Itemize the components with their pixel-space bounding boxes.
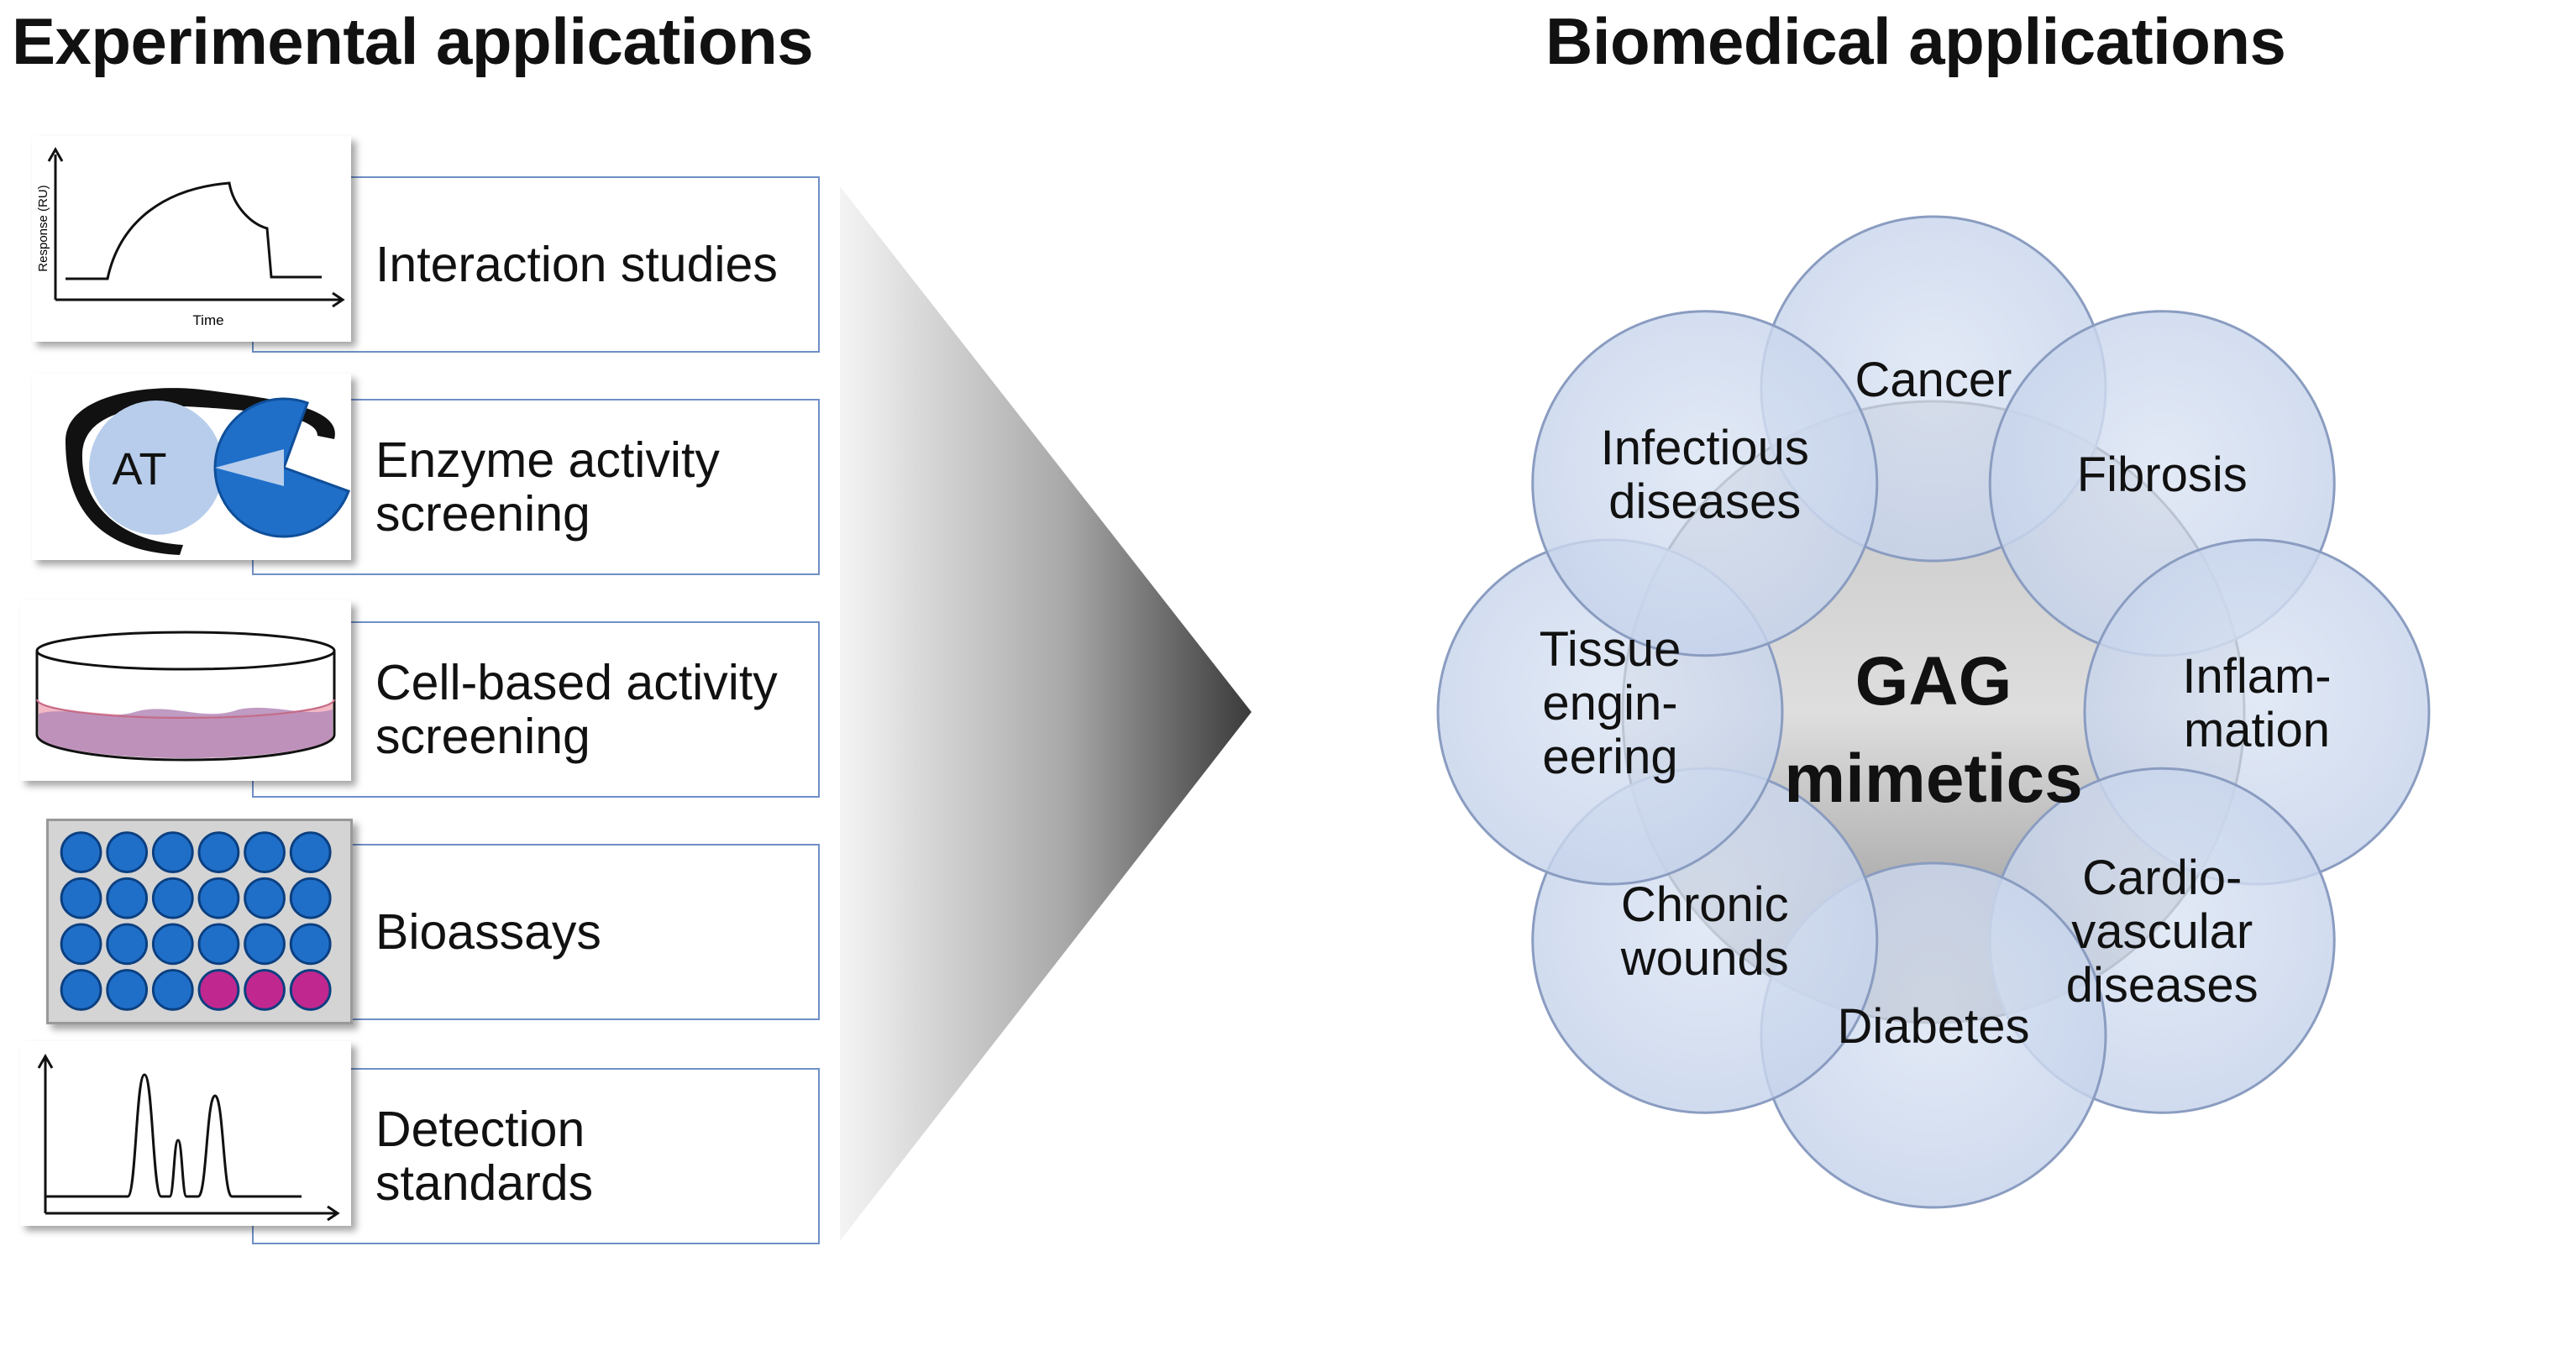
bubble-infectious-diseases: [1531, 310, 1879, 657]
well: [289, 831, 332, 873]
item-label-bioassays: Bioassays: [375, 904, 601, 960]
well: [60, 831, 102, 873]
well: [151, 969, 194, 1011]
well: [151, 923, 194, 966]
biomedical-applications-title: Biomedical applications: [1545, 4, 2286, 78]
well: [60, 877, 102, 919]
well-plate-icon: [46, 819, 353, 1024]
well: [244, 923, 286, 966]
well: [197, 831, 240, 873]
center-label-gag-mimetics: GAG mimetics: [1784, 643, 2083, 817]
well: [151, 877, 194, 919]
axis-label-time: Time: [192, 312, 223, 328]
well: [106, 877, 149, 919]
well: [106, 831, 149, 873]
item-label-detection: Detection standards: [375, 1102, 594, 1211]
item-label-enzyme: Enzyme activity screening: [375, 432, 720, 542]
well: [244, 877, 286, 919]
enzyme-icon: AT: [32, 374, 351, 560]
chromatogram-icon: [20, 1041, 351, 1226]
well: [60, 923, 102, 966]
well-positive: [289, 969, 332, 1011]
well: [197, 877, 240, 919]
well-positive: [244, 969, 286, 1011]
bubble-label-inflammation: Inflam-mation: [2182, 649, 2332, 757]
bubble-label-cancer: Cancer: [1855, 353, 2012, 407]
well-positive: [197, 969, 240, 1011]
well: [106, 969, 149, 1011]
item-label-interaction: Interaction studies: [375, 237, 778, 292]
well: [244, 831, 286, 873]
item-label-cell: Cell-based activity screening: [375, 655, 778, 764]
well: [106, 923, 149, 966]
experimental-applications-title: Experimental applications: [12, 4, 814, 78]
axis-label-response: Response (RU): [36, 185, 50, 271]
well: [151, 831, 194, 873]
well: [289, 877, 332, 919]
petri-dish-icon: [20, 600, 351, 781]
enzyme-label-at: AT: [113, 444, 167, 495]
well: [197, 923, 240, 966]
sensorgram-icon: Time Response (RU): [32, 136, 351, 342]
bubble-label-fibrosis: Fibrosis: [2076, 447, 2248, 502]
well: [60, 969, 102, 1011]
bubble-label-diabetes: Diabetes: [1837, 999, 2030, 1054]
well: [289, 923, 332, 966]
